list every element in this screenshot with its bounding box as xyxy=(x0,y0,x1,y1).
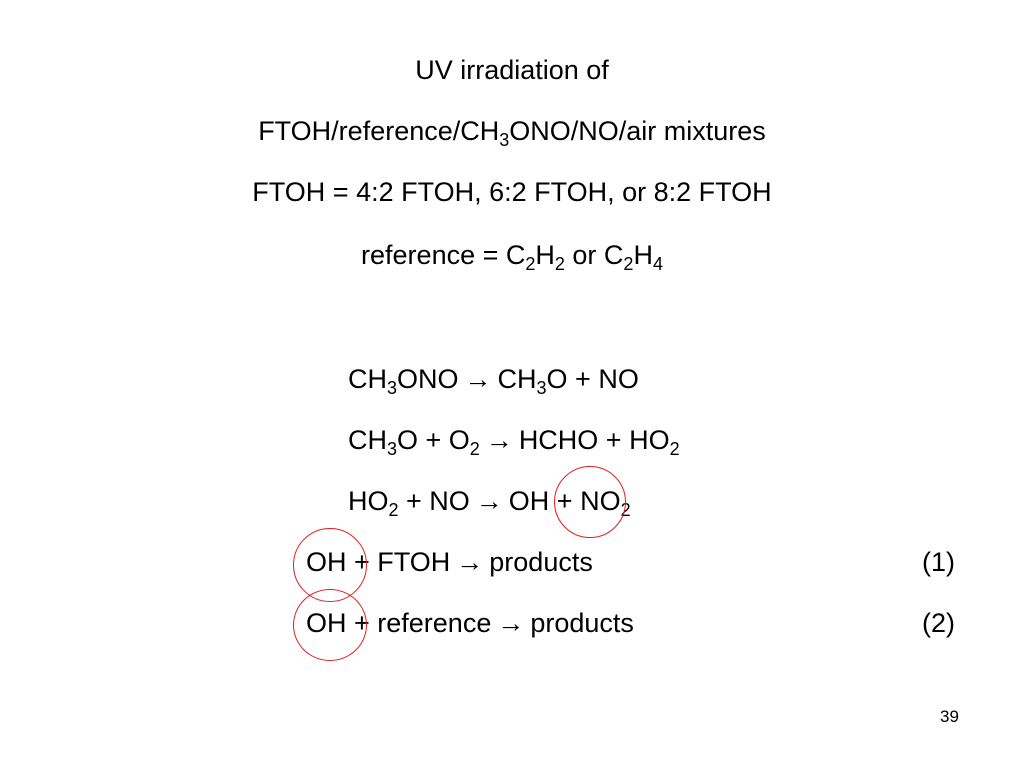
reaction-2: CH3O + O2→HCHO + HO2 xyxy=(348,425,680,459)
arrow-icon: → xyxy=(497,608,525,638)
arrow-icon: → xyxy=(485,425,513,455)
reaction-1: CH3ONO→CH3O + NO xyxy=(348,364,639,398)
arrow-icon: → xyxy=(475,486,503,516)
title-line-1: UV irradiation of xyxy=(415,55,609,85)
title-line-2: FTOH/reference/CH3ONO/NO/air mixtures xyxy=(258,116,766,150)
equation-number-2: (2) xyxy=(922,608,955,638)
highlight-circle xyxy=(293,589,367,661)
arrow-icon: → xyxy=(464,364,492,394)
arrow-icon: → xyxy=(456,547,484,577)
title-line-4: reference = C2H2 or C2H4 xyxy=(361,240,663,274)
title-line-3: FTOH = 4:2 FTOH, 6:2 FTOH, or 8:2 FTOH xyxy=(252,177,772,207)
page-number: 39 xyxy=(940,707,959,726)
equation-number-1: (1) xyxy=(922,547,955,577)
highlight-circle xyxy=(554,466,626,538)
